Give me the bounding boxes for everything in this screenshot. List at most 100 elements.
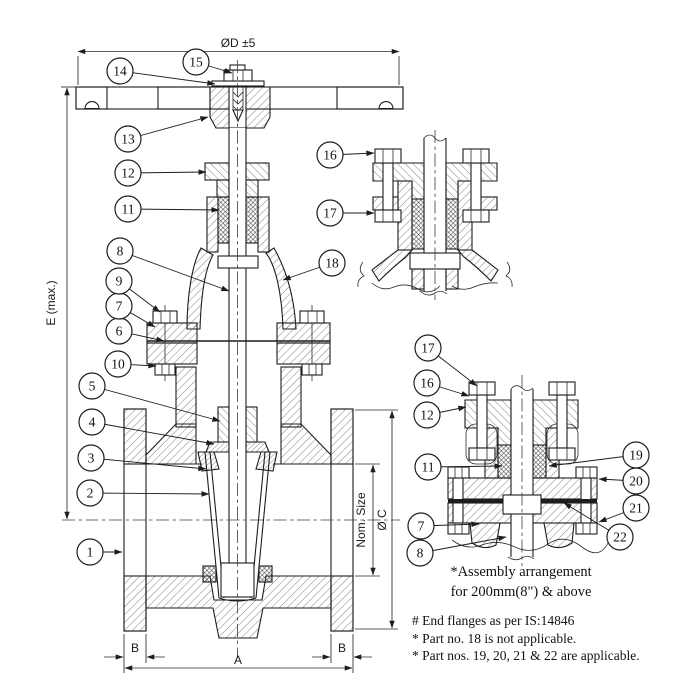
callout-number-16-detail-top: 16 <box>323 148 337 163</box>
bonnet-bolting <box>147 305 330 381</box>
main-view <box>75 64 404 639</box>
centerlines <box>62 60 400 658</box>
callout-number-8-main: 8 <box>117 244 124 259</box>
callout-number-11-detail-bottom: 11 <box>422 460 435 475</box>
callout-number-12-main: 12 <box>121 166 135 181</box>
callout-number-4-main: 4 <box>89 415 96 430</box>
seat-ring-right <box>255 451 278 472</box>
dim-label-handwheel-od: ØD ±5 <box>221 36 256 50</box>
packing-left <box>497 444 512 479</box>
callout-3-main: 3 <box>77 444 207 472</box>
callout-balloon-10-main <box>104 350 132 378</box>
callout-19-detail-bottom: 19 <box>548 441 650 469</box>
callout-22-detail-bottom: 22 <box>563 502 634 551</box>
callout-balloon-11-detail-bottom <box>414 453 442 481</box>
callout-number-16-detail-bottom: 16 <box>420 376 434 391</box>
callout-balloon-1-main <box>76 538 104 566</box>
callout-20-detail-bottom: 20 <box>598 467 650 495</box>
packing-left <box>217 196 230 244</box>
valve-body <box>123 366 354 639</box>
callout-balloon-22-detail-bottom <box>606 523 634 551</box>
stem-guide-right <box>245 406 258 443</box>
wedge-faces <box>204 451 271 599</box>
flange-nut-right <box>575 522 598 535</box>
body-flange-right <box>276 342 331 365</box>
callout-10-main: 10 <box>104 350 157 378</box>
bonnet-flange-right <box>276 322 331 344</box>
nut-right <box>301 363 323 376</box>
notes: *Assembly arrangement for 200mm(8") & ab… <box>412 564 640 663</box>
bolt-head-left <box>152 310 178 324</box>
gland-bolt-head-right <box>548 381 576 396</box>
part19-note: * Part nos. 19, 20, 21 & 22 are applicab… <box>412 648 640 663</box>
gland-flange-right <box>245 162 270 181</box>
callout-12-detail-bottom: 12 <box>413 401 467 429</box>
callout-balloon-18-main <box>318 249 346 277</box>
callout-balloon-16-detail-top <box>316 141 344 169</box>
yoke-arm-right <box>265 247 297 330</box>
callout-balloon-4-main <box>78 408 106 436</box>
callout-4-main: 4 <box>78 408 215 446</box>
bolt-head-right <box>299 310 325 324</box>
bonnet-flange-joint <box>146 322 331 365</box>
callout-14-main: 14 <box>106 57 216 86</box>
callout-balloon-21-detail-bottom <box>622 494 650 522</box>
callout-number-5-main: 5 <box>89 379 96 394</box>
dim-label-b-right: B <box>338 641 346 655</box>
callout-number-6-main: 6 <box>116 324 123 339</box>
break-line <box>357 261 365 288</box>
callout-11-main: 11 <box>114 195 220 223</box>
callout-balloon-17-detail-top <box>316 199 344 227</box>
gland-bolt-head-right <box>462 148 490 164</box>
callout-number-9-main: 9 <box>116 274 123 289</box>
callout-number-10-main: 10 <box>111 357 125 372</box>
dimension-annotations: ØD ±5 E (max.) Nom. Size Ø C A B B <box>44 36 400 673</box>
callout-leader-2-main <box>89 491 210 497</box>
gland-bolt-head-left <box>468 381 496 396</box>
gland-flange-left <box>204 162 230 181</box>
callout-balloon-7-detail-bottom <box>407 512 435 540</box>
callout-21-detail-bottom: 21 <box>598 494 650 523</box>
callout-16-detail-bottom: 16 <box>413 369 470 397</box>
callout-number-19-detail-bottom: 19 <box>629 448 643 463</box>
callout-leader-8-main <box>119 250 230 292</box>
gland-bolt-nut-left <box>468 447 496 461</box>
callout-16-detail-top: 16 <box>316 141 375 169</box>
wedge-nut-right <box>245 441 270 453</box>
body-neck-right <box>280 366 302 428</box>
bonnet-shoulder-right <box>456 249 499 282</box>
dim-label-b-left: B <box>131 641 139 655</box>
end-flange-note: # End flanges as per IS:14846 <box>412 613 575 628</box>
gland-assembly <box>204 162 270 253</box>
flange-nut-left <box>447 522 470 535</box>
callout-balloon-14-main <box>106 57 134 85</box>
dim-label-nominal-size: Nom. Size <box>354 492 368 548</box>
callout-6-main: 6 <box>105 317 165 345</box>
break-line <box>505 261 513 288</box>
bonnet-shoulder-left <box>371 249 414 282</box>
callout-leader-5-main <box>91 385 221 422</box>
callout-18-main: 18 <box>282 249 346 281</box>
callout-11-detail-bottom: 11 <box>414 453 503 481</box>
callout-number-22-detail-bottom: 22 <box>613 530 627 545</box>
callout-number-12-detail-bottom: 12 <box>420 408 434 423</box>
callout-1-main: 1 <box>76 538 123 566</box>
gland-bolt-head-left <box>374 148 402 164</box>
packing-right <box>245 196 259 244</box>
callout-leader-19-detail-bottom <box>548 454 637 468</box>
detail-view-large-size-assembly <box>447 375 624 566</box>
callout-leader-8-detail-bottom <box>419 535 507 554</box>
callout-9-main: 9 <box>105 267 161 313</box>
callout-balloon-16-detail-bottom <box>413 369 441 397</box>
packing-right <box>445 198 459 250</box>
callout-balloon-2-main <box>76 479 104 507</box>
callout-number-17-detail-bottom: 17 <box>421 341 435 356</box>
callout-number-17-detail-top: 17 <box>323 206 337 221</box>
body-flange-left <box>146 342 198 365</box>
callout-7-detail-bottom: 7 <box>407 512 480 540</box>
callout-number-14-main: 14 <box>113 64 127 79</box>
callout-balloon-5-main <box>78 372 106 400</box>
callout-number-7-detail-bottom: 7 <box>418 519 425 534</box>
callout-leader-14-main <box>119 70 216 86</box>
